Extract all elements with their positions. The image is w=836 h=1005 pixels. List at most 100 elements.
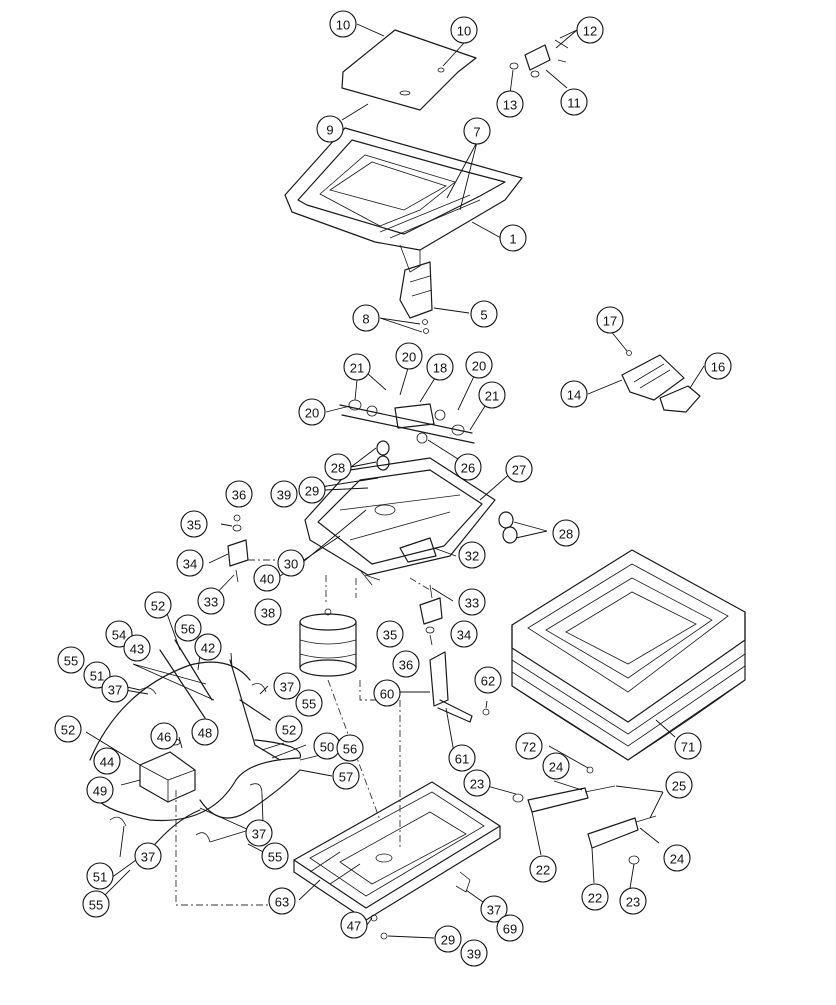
callout-circle bbox=[270, 480, 298, 508]
callout-50: 50 bbox=[313, 732, 341, 760]
callout-number: 39 bbox=[277, 488, 291, 503]
callout-circle bbox=[478, 381, 506, 409]
callout-39: 39 bbox=[460, 939, 488, 967]
part-27-scissor-suspension bbox=[304, 440, 518, 586]
callout-48: 48 bbox=[191, 718, 219, 746]
callout-circle bbox=[298, 476, 326, 504]
callout-circle bbox=[470, 300, 498, 328]
callout-40: 40 bbox=[253, 564, 281, 592]
callout-20: 20 bbox=[465, 351, 493, 379]
callout-number: 38 bbox=[261, 606, 275, 621]
callout-number: 51 bbox=[93, 870, 107, 885]
callout-51: 51 bbox=[83, 661, 111, 689]
callout-circle bbox=[465, 351, 493, 379]
callout-8: 8 bbox=[352, 304, 380, 332]
callout-16: 16 bbox=[704, 352, 732, 380]
callout-circle bbox=[340, 911, 368, 939]
callout-32: 32 bbox=[458, 541, 486, 569]
callout-46: 46 bbox=[150, 722, 178, 750]
callout-63: 63 bbox=[268, 887, 296, 915]
callout-circle bbox=[560, 380, 588, 408]
callout-circle bbox=[581, 883, 609, 911]
callout-circle bbox=[450, 620, 478, 648]
callout-circle bbox=[57, 646, 85, 674]
callout-36: 36 bbox=[392, 650, 420, 678]
callout-1: 1 bbox=[499, 224, 527, 252]
callout-circle bbox=[93, 747, 121, 775]
callout-number: 52 bbox=[151, 599, 165, 614]
callout-35: 35 bbox=[180, 510, 208, 538]
callout-17: 17 bbox=[596, 306, 624, 334]
part-22-slide-rail-upper bbox=[512, 785, 616, 813]
callout-number: 63 bbox=[275, 895, 289, 910]
callout-circle bbox=[275, 715, 303, 743]
callout-number: 5 bbox=[480, 308, 487, 323]
callout-number: 36 bbox=[399, 658, 413, 673]
callout-30: 30 bbox=[277, 549, 305, 577]
callout-29: 29 bbox=[298, 476, 326, 504]
part-14-control-switch bbox=[621, 350, 701, 413]
callout-circle bbox=[343, 353, 371, 381]
callout-14: 14 bbox=[560, 380, 588, 408]
callout-number: 47 bbox=[347, 919, 361, 934]
callout-circle bbox=[273, 672, 301, 700]
callout-number: 33 bbox=[204, 595, 218, 610]
callout-circle bbox=[261, 842, 289, 870]
callout-number: 11 bbox=[567, 96, 581, 111]
callout-number: 37 bbox=[487, 903, 501, 918]
callout-circle bbox=[253, 564, 281, 592]
callout-number: 1 bbox=[509, 232, 516, 247]
callout-number: 56 bbox=[343, 742, 357, 757]
callout-circle bbox=[499, 224, 527, 252]
callout-number: 52 bbox=[282, 723, 296, 738]
callout-49: 49 bbox=[86, 776, 114, 804]
callout-circle bbox=[225, 480, 253, 508]
callout-circle bbox=[336, 734, 364, 762]
callout-47: 47 bbox=[340, 911, 368, 939]
callout-number: 44 bbox=[100, 755, 114, 770]
air-hoses-harness bbox=[89, 639, 301, 851]
callout-number: 14 bbox=[567, 388, 581, 403]
callout-11: 11 bbox=[560, 88, 588, 116]
callout-22: 22 bbox=[581, 883, 609, 911]
callout-36: 36 bbox=[225, 480, 253, 508]
callout-number: 29 bbox=[305, 484, 319, 499]
callout-number: 37 bbox=[141, 850, 155, 865]
callout-circle bbox=[496, 914, 524, 942]
callout-number: 28 bbox=[331, 461, 345, 476]
callout-circle bbox=[329, 10, 357, 38]
callout-number: 46 bbox=[157, 730, 171, 745]
part-38-air-spring bbox=[299, 608, 357, 677]
callout-circle bbox=[619, 887, 647, 915]
callout-number: 51 bbox=[90, 669, 104, 684]
callout-10: 10 bbox=[450, 16, 478, 44]
callout-38: 38 bbox=[254, 598, 282, 626]
callout-leaders bbox=[85, 23, 705, 939]
callout-circle bbox=[150, 722, 178, 750]
callout-21: 21 bbox=[343, 353, 371, 381]
callout-circle bbox=[332, 762, 360, 790]
callout-circle bbox=[197, 587, 225, 615]
callout-number: 20 bbox=[402, 350, 416, 365]
callout-56: 56 bbox=[336, 734, 364, 762]
callout-circle bbox=[174, 614, 202, 642]
callout-circle bbox=[454, 453, 482, 481]
callout-number: 22 bbox=[588, 891, 602, 906]
callout-circle bbox=[54, 715, 82, 743]
callout-number: 71 bbox=[681, 740, 695, 755]
callout-number: 8 bbox=[362, 312, 369, 327]
callout-circle bbox=[458, 588, 486, 616]
callout-number: 55 bbox=[89, 898, 103, 913]
callout-circle bbox=[245, 819, 273, 847]
callout-number: 54 bbox=[112, 628, 126, 643]
callout-33: 33 bbox=[458, 588, 486, 616]
callout-number: 50 bbox=[320, 740, 334, 755]
callout-number: 37 bbox=[252, 827, 266, 842]
callout-circle bbox=[86, 776, 114, 804]
callout-57: 57 bbox=[332, 762, 360, 790]
callout-number: 24 bbox=[549, 760, 563, 775]
part-18-shaft-assembly bbox=[339, 399, 475, 444]
callout-circle bbox=[352, 304, 380, 332]
